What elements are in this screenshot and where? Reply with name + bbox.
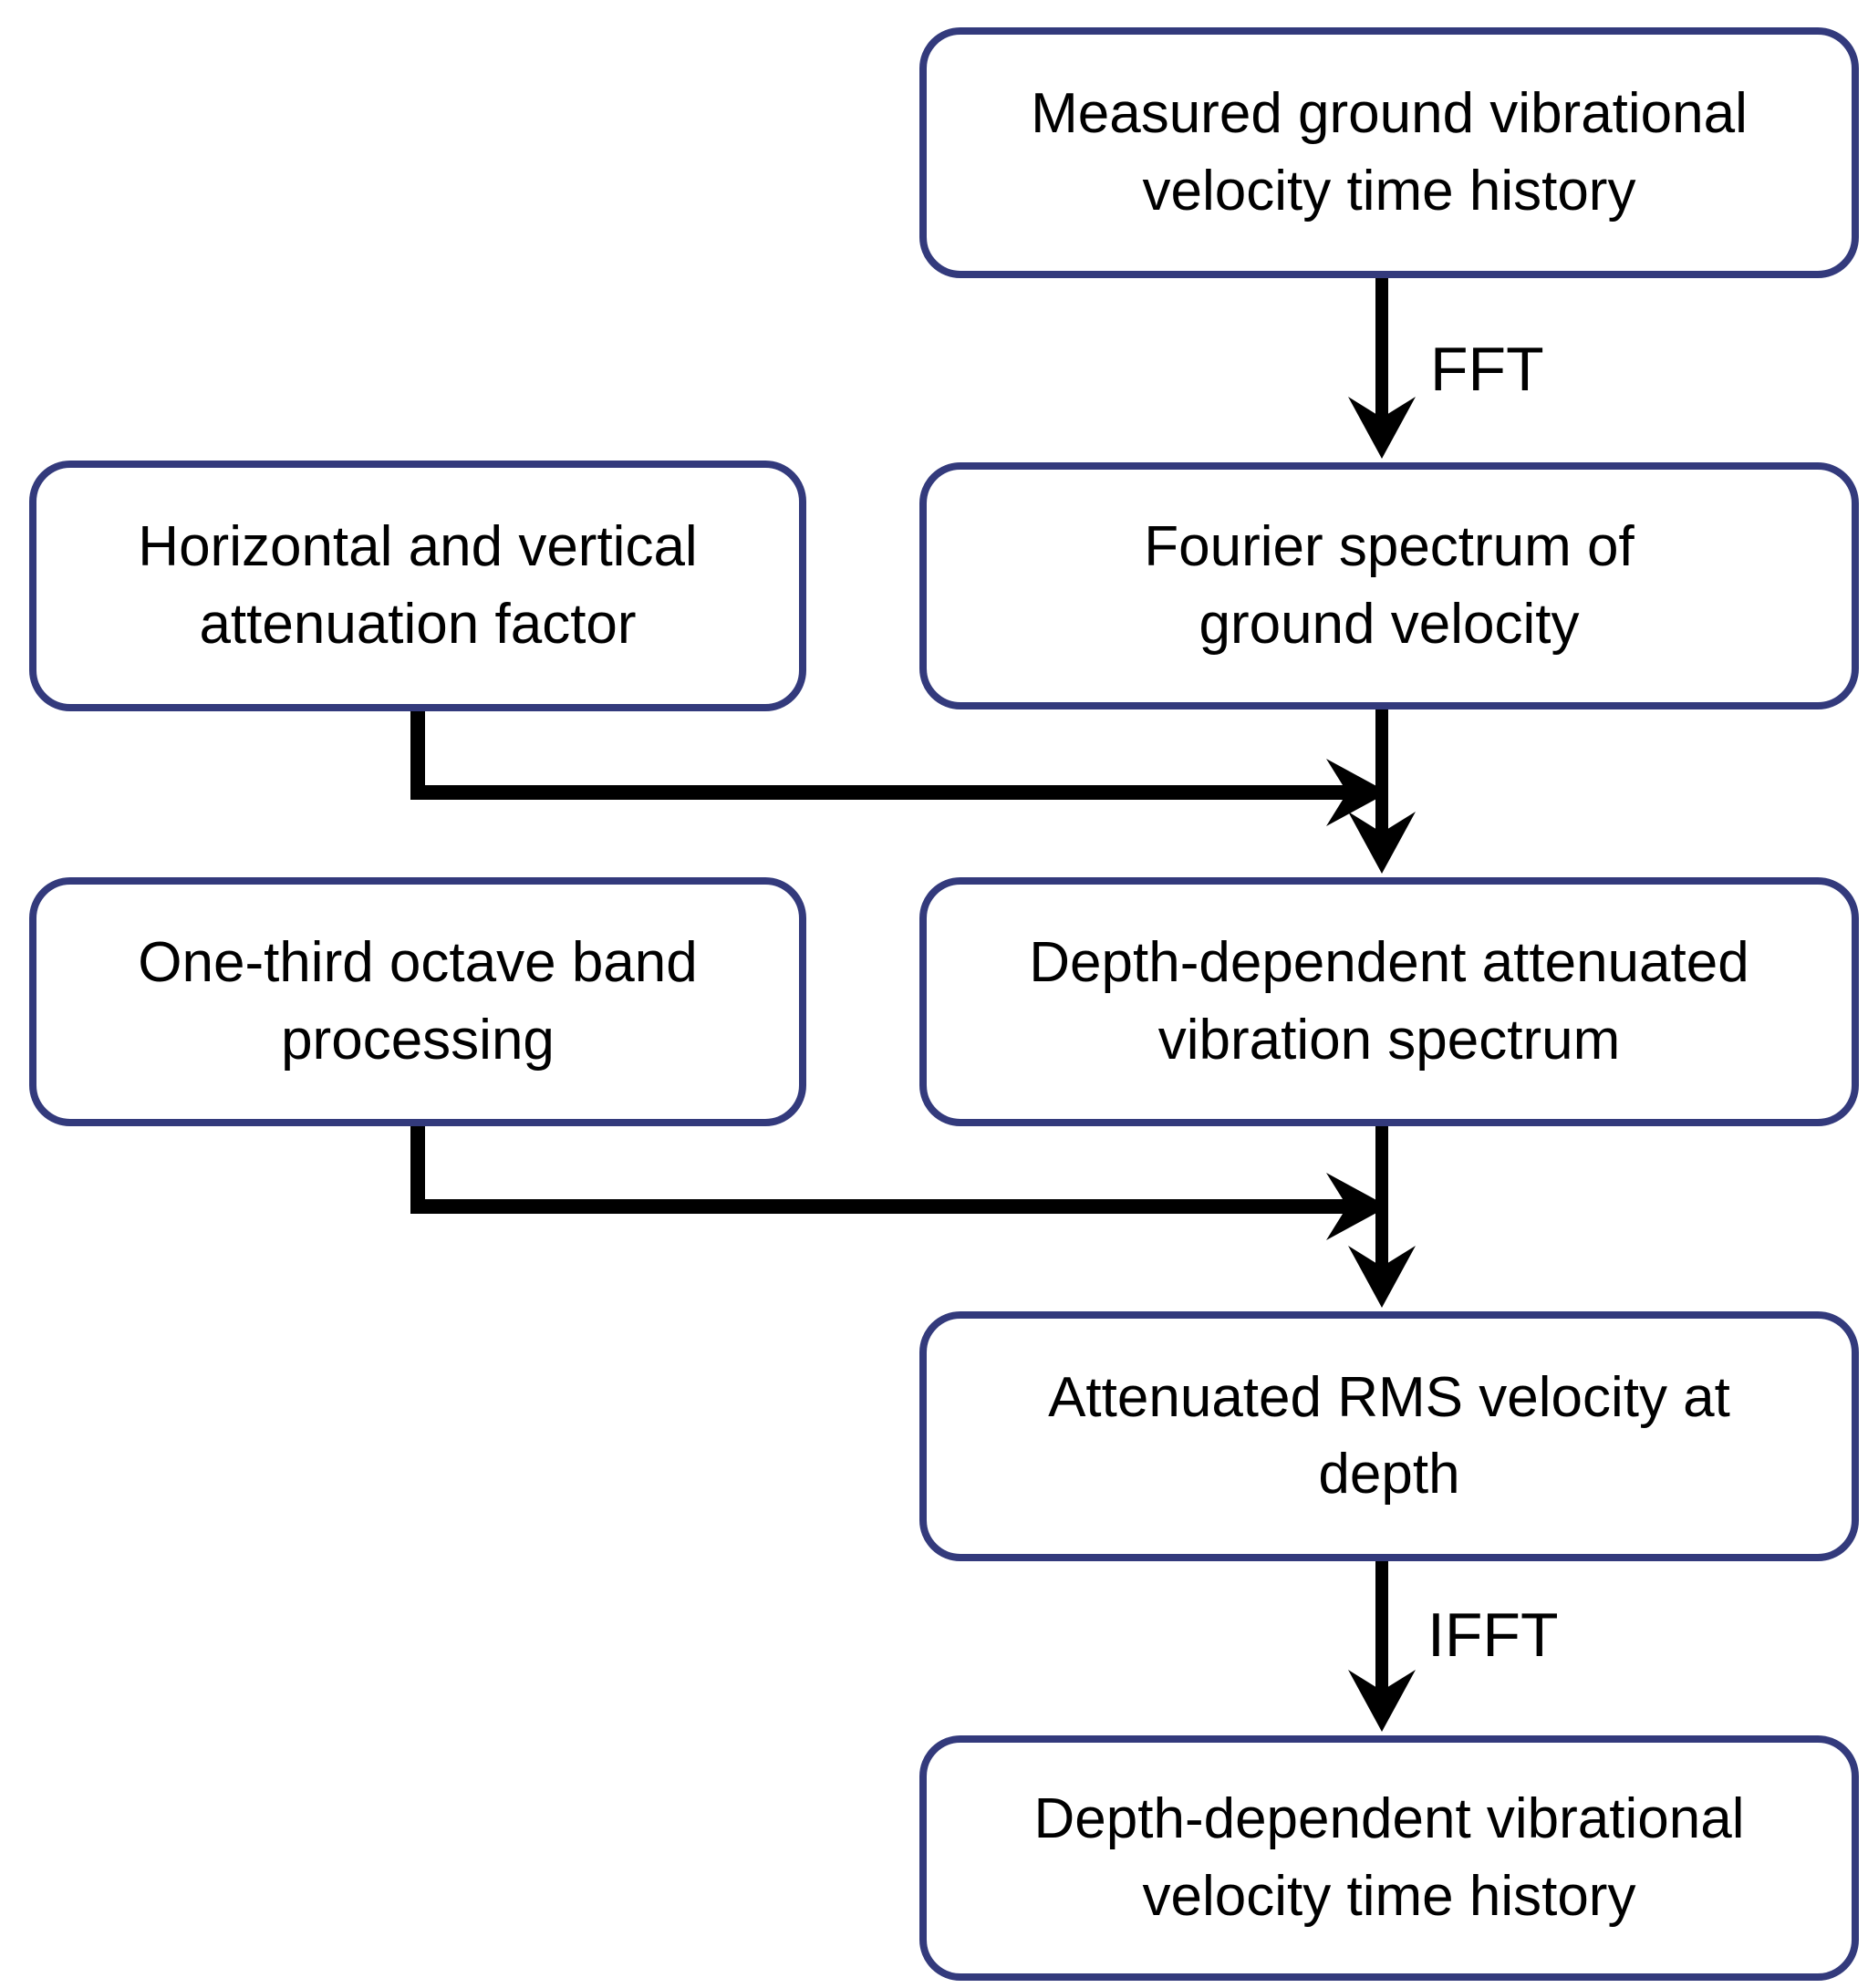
- flow-box-depth-spectrum: Depth-dependent attenuated vibration spe…: [919, 877, 1859, 1126]
- flow-box-fourier: Fourier spectrum of ground velocity: [919, 462, 1859, 709]
- fft-arrow-label: FFT: [1430, 335, 1544, 404]
- flow-box-depth-spectrum-label: Depth-dependent attenuated vibration spe…: [1029, 931, 1749, 1072]
- depth-to-rms-arrowhead-down-icon: [1348, 1246, 1416, 1308]
- flow-box-output: Depth-dependent vibrational velocity tim…: [919, 1735, 1859, 1981]
- flow-box-fourier-label: Fourier spectrum of ground velocity: [1144, 515, 1634, 656]
- attenuation-merge-shaft: [410, 711, 1347, 800]
- flow-box-octave: One-third octave band processing: [29, 877, 806, 1126]
- depth-to-rms-arrow: [1348, 1126, 1416, 1308]
- attenuation-merge-arrow: [410, 711, 1388, 826]
- flow-box-rms: Attenuated RMS velocity at depth: [919, 1311, 1859, 1561]
- octave-merge-shaft: [410, 1126, 1347, 1214]
- fft-arrow: FFT: [1348, 278, 1544, 459]
- ifft-arrow: IFFT: [1348, 1561, 1559, 1732]
- fourier-to-depth-arrowhead-down-icon: [1348, 812, 1416, 874]
- flow-box-output-label: Depth-dependent vibrational velocity tim…: [1033, 1787, 1745, 1928]
- flow-box-octave-label: One-third octave band processing: [138, 931, 698, 1072]
- fourier-to-depth-arrow: [1348, 709, 1416, 874]
- octave-merge-arrow: [410, 1126, 1388, 1240]
- attenuation-merge-arrowhead-right-icon: [1326, 759, 1388, 826]
- ifft-arrowhead-down-icon: [1348, 1670, 1416, 1732]
- flow-box-rms-label: Attenuated RMS velocity at depth: [1048, 1365, 1730, 1506]
- flow-box-measured-label: Measured ground vibrational velocity tim…: [1031, 82, 1748, 223]
- flow-box-attenuation: Horizontal and vertical attenuation fact…: [29, 461, 806, 711]
- octave-merge-arrowhead-right-icon: [1326, 1173, 1388, 1240]
- flow-box-attenuation-label: Horizontal and vertical attenuation fact…: [138, 515, 698, 656]
- flow-box-measured: Measured ground vibrational velocity tim…: [919, 27, 1859, 278]
- fft-arrowhead-down-icon: [1348, 397, 1416, 459]
- ifft-arrow-label: IFFT: [1427, 1600, 1559, 1670]
